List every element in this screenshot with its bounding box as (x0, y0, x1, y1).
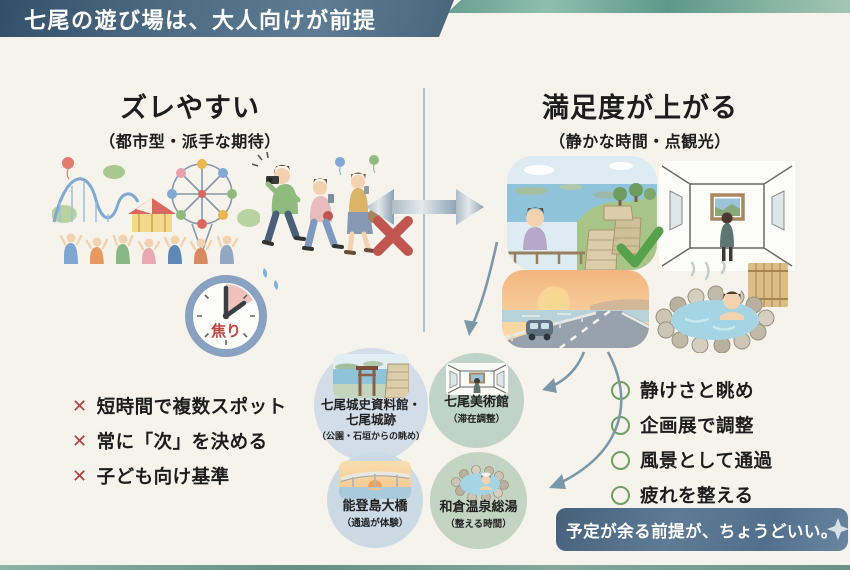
spot-name: 七尾美術館 (443, 395, 509, 410)
castle-torii-mini-illustration (333, 354, 409, 398)
onsen-bath-illustration (655, 261, 788, 353)
page-title: 七尾の遊び場は、大人向けが前提 (24, 8, 377, 34)
footer-banner: 予定が余る前提が、ちょうどいい。 (556, 508, 849, 551)
list-item-label: 静けさと眺め (640, 381, 755, 402)
circle-marker-icon (611, 450, 630, 470)
list-item-label: 子ども向け基準 (96, 467, 230, 488)
list-item: 風景として通過 (611, 447, 772, 473)
benefit-list: 静けさと眺め 企画展で調整 風景として通過 疲れを整える (611, 377, 772, 517)
amusement-park-illustration (52, 157, 260, 264)
spot-nanao-castle: 七尾城史資料館・ 七尾城跡 （公園・石垣からの眺め） (314, 348, 428, 462)
spot-name: 七尾城史資料館・ (320, 397, 421, 412)
mismatch-list: ✕ 短時間で複数スポット ✕ 常に「次」を決める ✕ 子ども向け基準 (72, 393, 287, 498)
left-subheading: （都市型・派手な期待） (99, 132, 281, 151)
circle-marker-icon (611, 380, 630, 400)
right-subheading: （静かな時間・点観光） (549, 132, 731, 151)
x-mark-icon (373, 216, 413, 256)
clock-label: 焦り (210, 322, 241, 340)
footer-message: 予定が余る前提が、ちょうどいい。 (566, 521, 838, 541)
sparkle-icon (827, 518, 849, 540)
spot-nanao-art-museum: 七尾美術館 （滞在調整） (429, 353, 524, 448)
list-item: ✕ 常に「次」を決める (72, 428, 287, 454)
bather (720, 286, 744, 320)
spot-wakura-onsen: 和倉温泉総湯 （整える時間） (430, 452, 527, 549)
cross-marker-icon: ✕ (72, 465, 88, 487)
left-heading: ズレやすい (120, 93, 260, 124)
list-item-label: 短時間で複数スポット (96, 397, 287, 418)
spot-name: 能登島大橋 (342, 499, 408, 514)
onsen-mini-illustration (450, 458, 509, 500)
check-icon (616, 226, 664, 268)
bridge-mini-illustration (339, 461, 411, 499)
list-item-label: 企画展で調整 (640, 416, 755, 437)
spot-notojima-bridge: 能登島大橋 （通過が体験） (327, 452, 423, 548)
list-item-label: 常に「次」を決める (96, 432, 268, 453)
tourists-rushing-illustration (252, 152, 380, 255)
castle-view-illustration (507, 156, 657, 270)
left-column-heading: ズレやすい （都市型・派手な期待） (50, 86, 330, 152)
gallery-mini-illustration (445, 363, 508, 395)
art-gallery-illustration (659, 161, 795, 271)
spot-name: 七尾城跡 (345, 411, 396, 427)
list-item: 静けさと眺め (611, 377, 772, 403)
list-item: 企画展で調整 (611, 412, 772, 438)
bottom-teal-watercolor-strip (0, 565, 850, 570)
title-banner: 七尾の遊び場は、大人向けが前提 (0, 0, 454, 37)
clock-icon: 焦り (185, 268, 279, 357)
tourist-with-phone (302, 178, 344, 251)
tourist-with-bag (344, 172, 380, 255)
list-item-label: 風景として通過 (640, 451, 773, 472)
list-item: 疲れを整える (611, 482, 772, 508)
circle-marker-icon (611, 485, 630, 505)
crowd-figures (59, 233, 239, 264)
spot-note: （公園・石垣からの眺め） (316, 431, 425, 442)
cross-marker-icon: ✕ (72, 430, 88, 452)
cross-marker-icon: ✕ (72, 395, 88, 417)
list-item: ✕ 短時間で複数スポット (72, 393, 287, 419)
spot-note: （滞在調整） (447, 414, 505, 426)
right-heading: 満足度が上がる (542, 93, 738, 124)
list-item: ✕ 子ども向け基準 (72, 463, 287, 489)
spot-note: （整える時間） (445, 519, 512, 531)
sunset-road-illustration (502, 270, 649, 348)
list-item-label: 疲れを整える (640, 486, 754, 507)
rock-ring (655, 285, 775, 353)
car (526, 320, 553, 341)
right-column-heading: 満足度が上がる （静かな時間・点観光） (495, 86, 785, 152)
spot-note: （通過が体験） (341, 518, 409, 530)
spot-name: 和倉温泉総湯 (439, 500, 518, 515)
circle-marker-icon (611, 415, 630, 435)
top-teal-watercolor-strip (447, 0, 850, 13)
tourist-with-camera (262, 164, 306, 246)
